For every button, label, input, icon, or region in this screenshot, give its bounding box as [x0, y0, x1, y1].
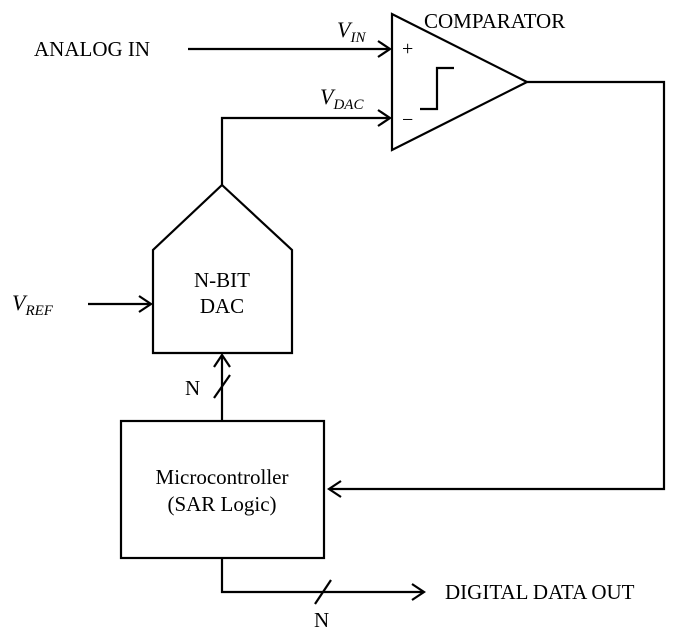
- v-ref-label: VREF: [12, 290, 54, 319]
- dac-output-wire: [220, 109, 392, 185]
- v-ref-wire: [88, 295, 153, 313]
- mcu-label-line1: Microcontroller: [156, 465, 289, 489]
- mcu-to-dac-bus: [213, 353, 231, 421]
- step-symbol: [420, 66, 454, 111]
- v-in-label: VIN: [337, 17, 366, 46]
- dac-label-line1: N-BIT: [194, 268, 250, 292]
- analog-in-label: ANALOG IN: [34, 37, 150, 61]
- v-dac-label: VDAC: [320, 84, 364, 113]
- comparator-label: COMPARATOR: [424, 9, 565, 33]
- digital-out-bus: [220, 558, 426, 605]
- mcu-label-line2: (SAR Logic): [167, 492, 276, 516]
- dac-bus-width-label: N: [185, 376, 200, 400]
- comparator-triangle: [390, 12, 530, 152]
- digital-out-label: DIGITAL DATA OUT: [445, 580, 635, 604]
- out-bus-slash: [314, 579, 332, 605]
- analog-in-wire: [188, 40, 392, 58]
- microcontroller-block: [119, 419, 326, 560]
- minus-sign: −: [402, 109, 413, 131]
- bus-slash: [213, 374, 231, 399]
- plus-sign: +: [402, 38, 413, 60]
- comparator-output-wire: [327, 80, 666, 498]
- out-bus-width-label: N: [314, 608, 329, 632]
- dac-label-line2: DAC: [200, 294, 244, 318]
- dac-block: [151, 183, 294, 355]
